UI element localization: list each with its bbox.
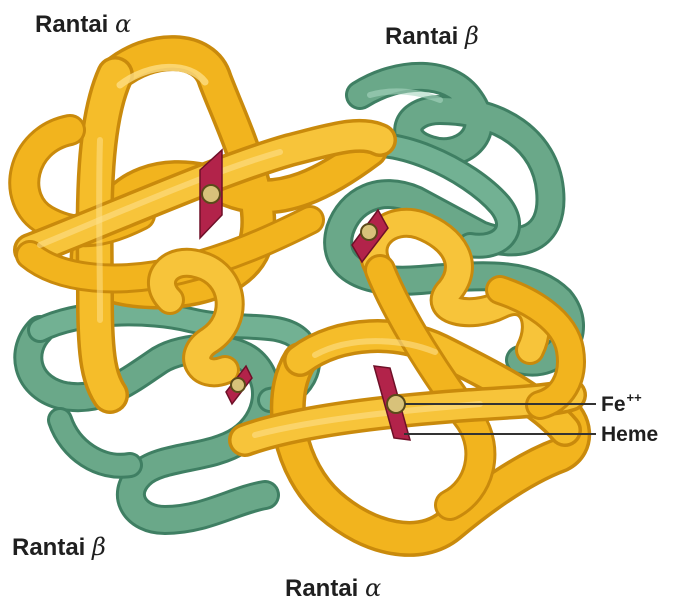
label-beta-chain-top-greek: β: [465, 22, 479, 50]
label-alpha-chain-top-word: Rantai: [35, 11, 108, 38]
label-beta-chain-top-word: Rantai: [385, 23, 458, 50]
label-beta-chain-bottom: Rantai β: [12, 535, 106, 560]
label-alpha-chain-bottom-greek: α: [365, 574, 381, 602]
label-iron: Fe++: [601, 394, 642, 415]
label-beta-chain-top: Rantai β: [385, 24, 479, 49]
label-alpha-chain-top-greek: α: [115, 10, 131, 38]
label-iron-text: Fe: [601, 393, 626, 416]
label-alpha-chain-bottom-word: Rantai: [285, 575, 358, 602]
label-heme: Heme: [601, 424, 658, 445]
label-iron-charge: ++: [627, 390, 642, 405]
label-beta-chain-bottom-greek: β: [92, 533, 106, 561]
label-beta-chain-bottom-word: Rantai: [12, 534, 85, 561]
label-alpha-chain-top: Rantai α: [35, 12, 131, 37]
label-alpha-chain-bottom: Rantai α: [285, 576, 381, 601]
